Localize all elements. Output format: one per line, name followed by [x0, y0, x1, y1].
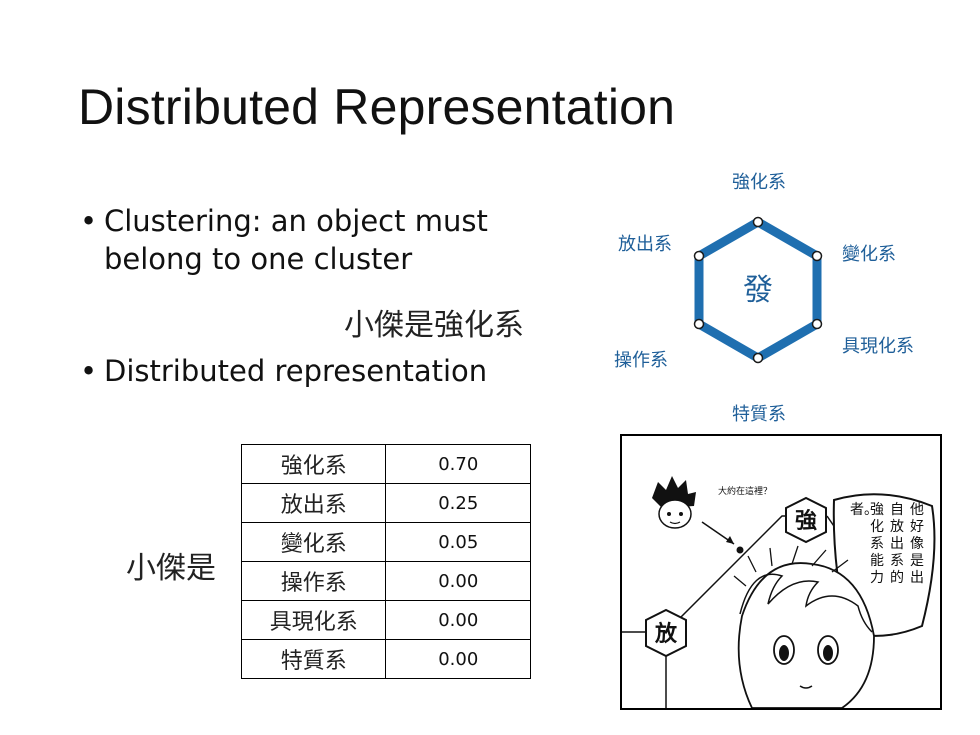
release-badge: 放 [654, 621, 678, 647]
hexagon-vertex [752, 216, 764, 228]
nen-hexagon-diagram: 發 強化系 變化系 具現化系 特質系 操作系 放出系 [600, 160, 940, 430]
manga-arrow-head [726, 536, 734, 544]
hexagon-vertex [811, 250, 823, 262]
strong-badge-shape [785, 496, 827, 544]
bullet-distributed-line1: Distributed representation [104, 354, 488, 388]
strong-badge: 強 [795, 508, 817, 534]
example-note: 小傑是強化系 [344, 308, 524, 343]
manga-position-dot [736, 546, 744, 554]
hexagon-vertex [811, 318, 823, 330]
bullet-clustering: • Clustering: an object must belong to o… [80, 202, 540, 282]
value-cell: 0.00 [385, 561, 531, 601]
category-cell: 具現化系 [240, 600, 387, 640]
bullet-distributed: • Distributed representation [80, 352, 540, 392]
bullet-marker: • [80, 354, 98, 388]
manga-panel: 大約在這裡？ 強 放 他好像是出 自放出系的 [620, 434, 942, 710]
hexagon-vertex [693, 250, 705, 262]
value-cell: 0.00 [385, 600, 531, 640]
girl-character [733, 545, 875, 708]
category-cell: 特質系 [240, 639, 387, 679]
category-cell: 強化系 [240, 444, 387, 484]
speech-text: 他好像是出 自放出系的 強化系能力 者。 [844, 502, 930, 622]
hexagon-vertex [693, 318, 705, 330]
speech-column-4: 者。 [850, 502, 878, 518]
value-cell: 0.00 [385, 639, 531, 679]
speech-column-3: 強化系能力 [870, 502, 884, 586]
table-row-label: 小傑是 [126, 551, 216, 586]
category-cell: 操作系 [240, 561, 387, 601]
label-transmutation: 變化系 [842, 244, 896, 265]
value-cell: 0.25 [385, 483, 531, 523]
hexagon-center: 發 [743, 273, 773, 308]
label-specialization: 特質系 [732, 404, 786, 425]
chibi-head [652, 476, 696, 529]
bullet-clustering-line2: belong to one cluster [104, 242, 413, 276]
manga-question: 大約在這裡？ [718, 485, 772, 497]
speech-column-2: 自放出系的 [890, 502, 904, 586]
label-conjuration: 具現化系 [842, 336, 914, 357]
manga-illustration: 大約在這裡？ 強 放 [622, 476, 936, 708]
label-emission: 放出系 [618, 234, 672, 255]
slide-title: Distributed Representation [78, 79, 676, 135]
label-enhancement: 強化系 [732, 172, 786, 193]
value-cell: 0.05 [385, 522, 531, 562]
speech-column-1: 他好像是出 [910, 502, 924, 586]
label-manipulation: 操作系 [614, 350, 668, 371]
value-cell: 0.70 [385, 444, 531, 484]
release-badge-shape [645, 608, 687, 658]
hexagon-svg: 發 [693, 216, 823, 364]
bullet-clustering-line1: Clustering: an object must [104, 204, 488, 238]
category-cell: 放出系 [240, 483, 387, 523]
hexagon-vertex [752, 352, 764, 364]
category-cell: 變化系 [240, 522, 387, 562]
bullet-marker: • [80, 204, 98, 238]
